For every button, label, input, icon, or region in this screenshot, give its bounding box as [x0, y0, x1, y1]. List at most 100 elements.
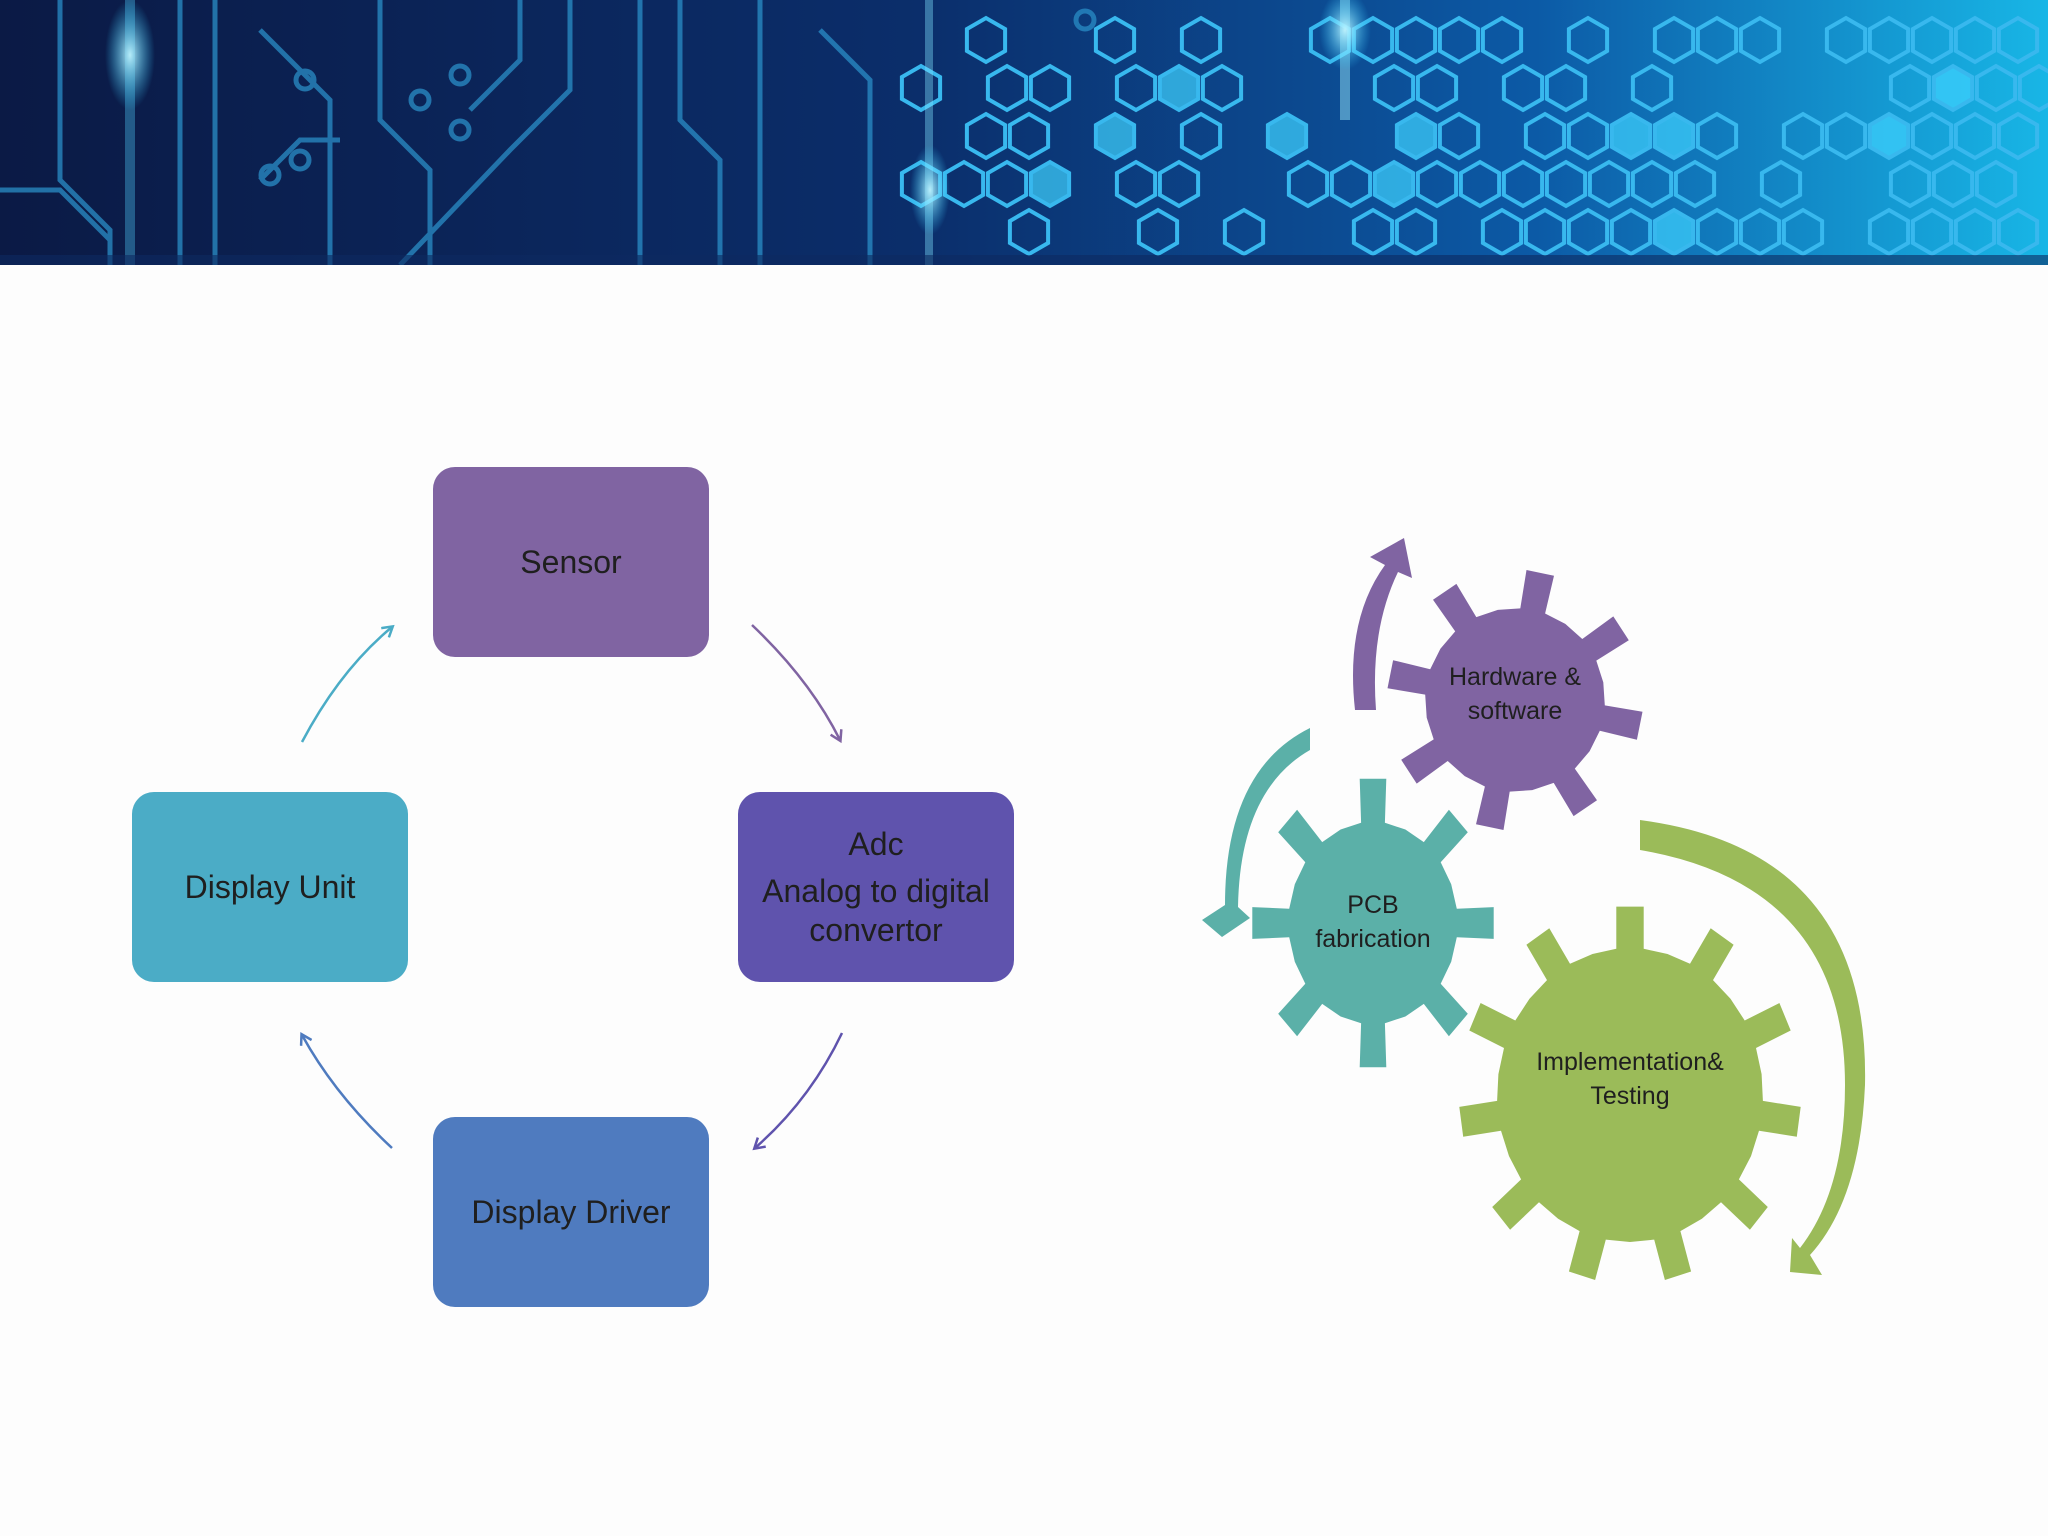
circuit-hex: [1028, 159, 1072, 209]
circuit-hex: [1824, 15, 1868, 65]
circuit-hex: [1910, 15, 1954, 65]
circuit-hex: [985, 159, 1029, 209]
diagram-arrows: [0, 538, 1866, 1280]
circuit-hex: [1157, 159, 1201, 209]
circuit-hex: [1394, 111, 1438, 161]
circuit-hex: [1222, 207, 1266, 257]
slide-content: Sensor Adc Analog to digital convertor D…: [0, 265, 2048, 1536]
circuit-trace: [818, 28, 873, 265]
circuit-hex: [1093, 111, 1137, 161]
gear-label-pcb-line1: PCB: [1347, 891, 1399, 919]
circuit-hex: [1910, 207, 1954, 257]
circuit-trace: [57, 0, 113, 265]
circuit-hex: [1759, 159, 1803, 209]
circuit-hex: [1888, 63, 1932, 113]
circuit-hex: [1286, 159, 1330, 209]
circuit-hex: [1200, 63, 1244, 113]
circuit-hex: [1501, 63, 1545, 113]
gear-label-implementation-line1: Implementation&: [1536, 1048, 1724, 1076]
circuit-hex: [1351, 207, 1395, 257]
circuit-hex: [1974, 63, 2018, 113]
circuit-hex: [2017, 63, 2048, 113]
circuit-hex: [1630, 63, 1674, 113]
circuit-hex: [1007, 111, 1051, 161]
circuit-pad: [448, 63, 472, 87]
arrow-sensor-to-adc: [751, 624, 840, 740]
gear-label-hardware-line1: Hardware &: [1449, 663, 1581, 691]
circuit-hex: [1523, 111, 1567, 161]
gear-label-pcb: PCB fabrication: [1315, 888, 1430, 956]
display-unit-label: Display Unit: [184, 868, 356, 905]
circuit-hex: [1953, 15, 1997, 65]
circuit-hex: [1630, 159, 1674, 209]
circuit-hex: [1394, 15, 1438, 65]
circuit-hex: [1781, 111, 1825, 161]
gear-arrow-purple: [1353, 538, 1412, 710]
circuit-hex: [1652, 207, 1696, 257]
circuit-pad: [258, 163, 282, 187]
arrow-adc-to-driver: [755, 1032, 844, 1148]
circuit-hex: [1974, 159, 2018, 209]
circuit-hex: [1566, 111, 1610, 161]
circuit-hex: [1824, 111, 1868, 161]
circuit-hex: [1910, 111, 1954, 161]
circuit-pad: [288, 148, 312, 172]
sensor-label: Sensor: [520, 543, 622, 580]
circuit-hex: [1609, 207, 1653, 257]
circuit-trace: [398, 0, 573, 265]
circuit-hex: [1652, 111, 1696, 161]
circuit-hex: [964, 111, 1008, 161]
circuit-hex: [1609, 111, 1653, 161]
circuit-hex: [1544, 63, 1588, 113]
gear-label-hardware-software: Hardware & software: [1449, 660, 1581, 728]
gear-pcb-fabrication: [1252, 778, 1494, 1068]
circuit-hex: [899, 63, 943, 113]
display-driver-label: Display Driver: [471, 1193, 671, 1230]
circuit-hex: [964, 15, 1008, 65]
circuit-hex: [1007, 207, 1051, 257]
sensor-box: Sensor: [433, 467, 709, 657]
circuit-hex: [1695, 15, 1739, 65]
circuit-hex: [1888, 159, 1932, 209]
gear-label-hardware-line2: software: [1467, 697, 1563, 725]
circuit-hex: [1372, 159, 1416, 209]
circuit-hex: [1996, 111, 2040, 161]
circuit-hex: [1523, 207, 1567, 257]
circuit-hex: [1652, 15, 1696, 65]
gear-label-implementation: Implementation& Testing: [1536, 1045, 1724, 1113]
circuit-hex: [1501, 159, 1545, 209]
adc-subtitle: Analog to digital convertor: [762, 872, 990, 948]
circuit-hex: [1136, 207, 1180, 257]
circuit-hex: [985, 63, 1029, 113]
circuit-hex: [1781, 207, 1825, 257]
circuit-hex: [1415, 159, 1459, 209]
circuit-hex: [1587, 159, 1631, 209]
circuit-hex: [1867, 15, 1911, 65]
circuit-trace: [0, 187, 112, 242]
circuit-hex: [1931, 159, 1975, 209]
arrow-driver-to-unit: [302, 1035, 393, 1149]
circuit-banner: [0, 0, 2048, 265]
gear-label-pcb-line2: fabrication: [1315, 925, 1431, 953]
circuit-hex: [1480, 207, 1524, 257]
display-unit-box: Display Unit: [132, 792, 408, 982]
circuit-pad: [408, 88, 432, 112]
circuit-trace: [258, 28, 333, 265]
circuit-hex: [1265, 111, 1309, 161]
circuit-hex: [1544, 159, 1588, 209]
circuit-hex: [1996, 15, 2040, 65]
circuit-pad: [293, 68, 317, 92]
circuit-pad: [448, 118, 472, 142]
circuit-hex: [1738, 207, 1782, 257]
circuit-hex: [1437, 111, 1481, 161]
circuit-pad: [1073, 8, 1097, 32]
adc-box: Adc Analog to digital convertor: [738, 792, 1014, 982]
circuit-hex: [1458, 159, 1502, 209]
circuit-hex: [1480, 15, 1524, 65]
gear-label-implementation-line2: Testing: [1590, 1082, 1670, 1110]
circuit-hex: [1867, 207, 1911, 257]
circuit-hex: [1114, 159, 1158, 209]
circuit-hex: [1093, 15, 1137, 65]
circuit-hex: [1695, 207, 1739, 257]
circuit-hex: [1437, 15, 1481, 65]
